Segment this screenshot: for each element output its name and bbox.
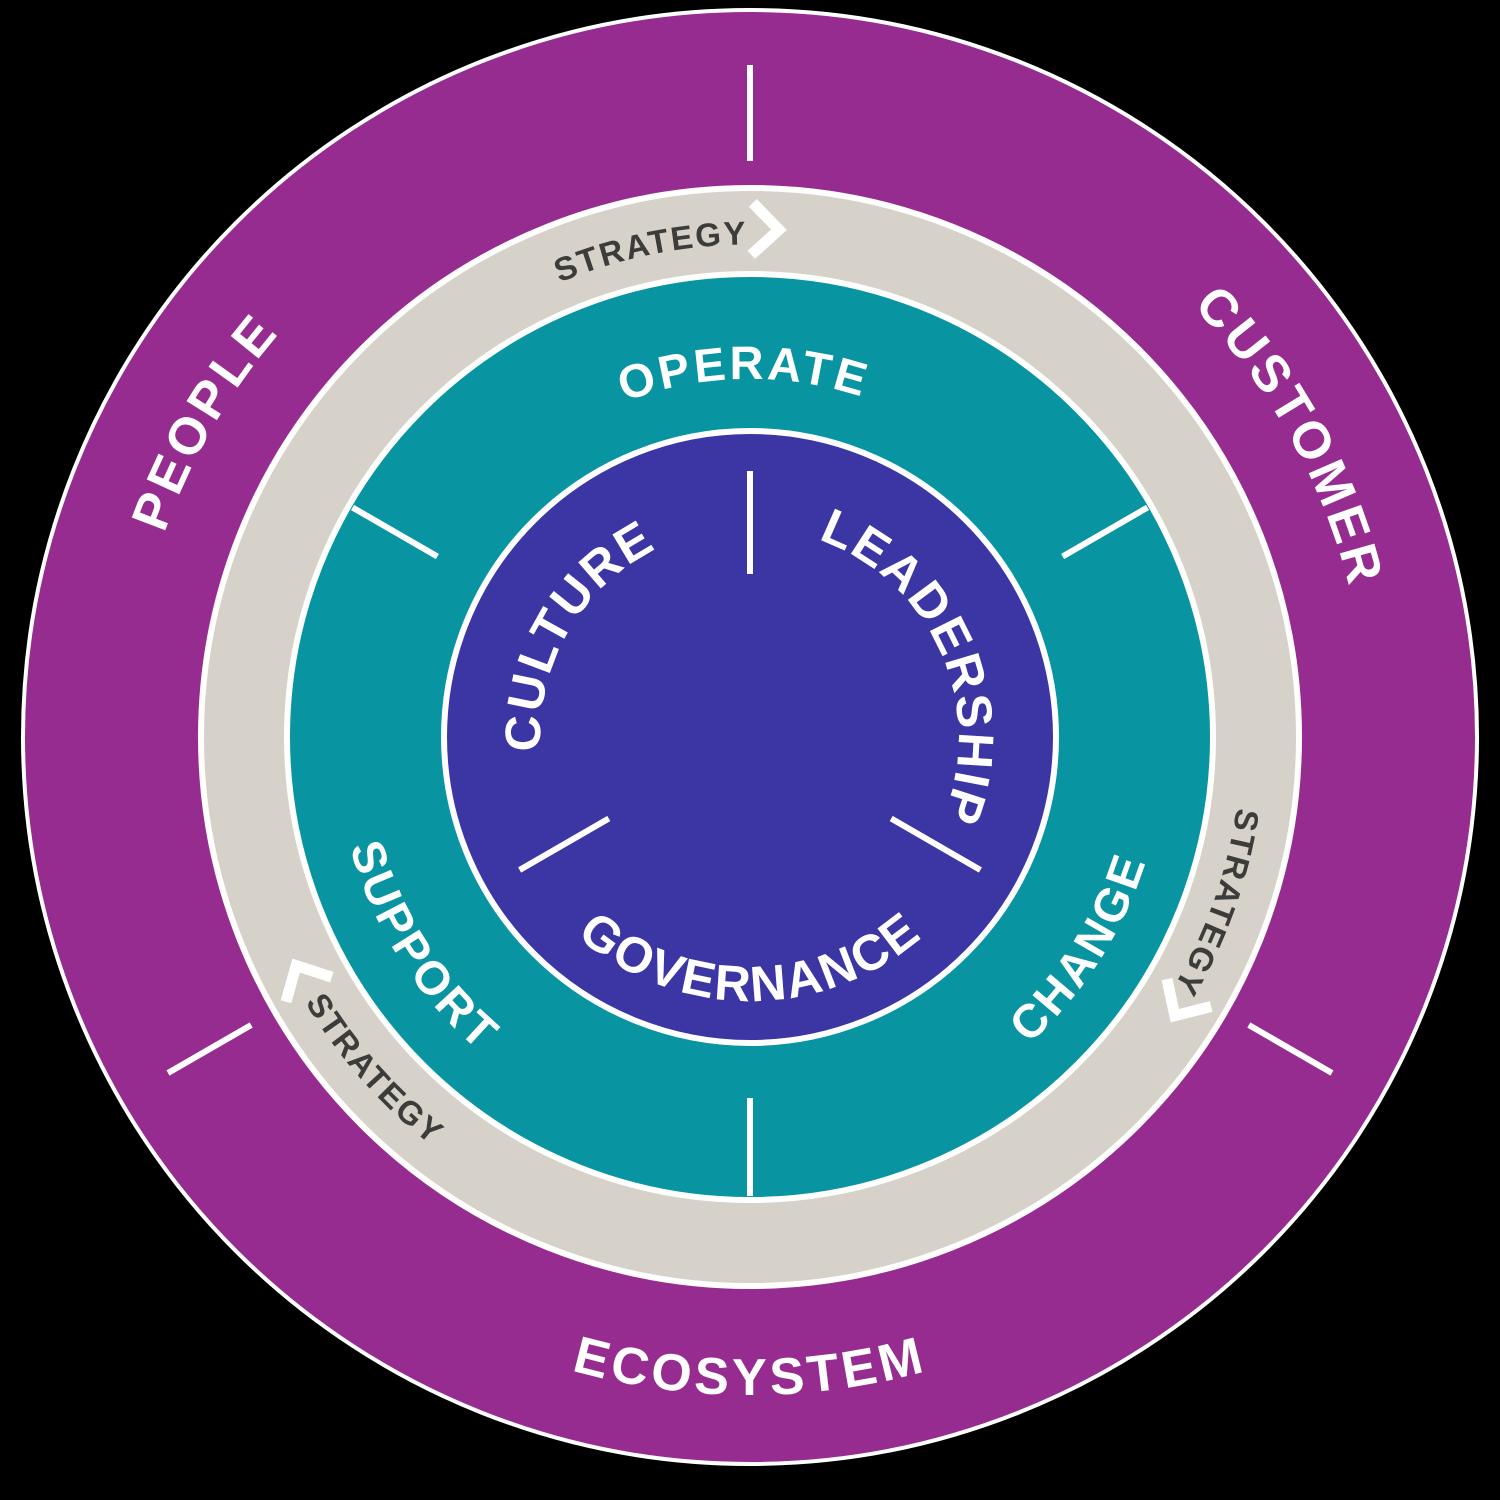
middle-ring-tick [1061,504,1149,560]
middle-ring-tick [351,504,439,560]
chevron-right-icon [280,958,334,1004]
chevron-right-icon [747,199,787,259]
divider-ticks [166,65,1334,1196]
core-circle [441,428,1059,1046]
core-circle-tick [518,815,611,873]
outer-ring-tick [166,1022,253,1076]
wheel: CUSTOMER ECOSYSTEM PEOPLE STRATEGY STRAT… [21,8,1479,1466]
chevron-right-icon [1161,977,1213,1023]
core-circle-tick [889,815,982,873]
strategy-flow-chevrons [280,199,1213,1023]
outer-ring-tick [1247,1022,1334,1076]
